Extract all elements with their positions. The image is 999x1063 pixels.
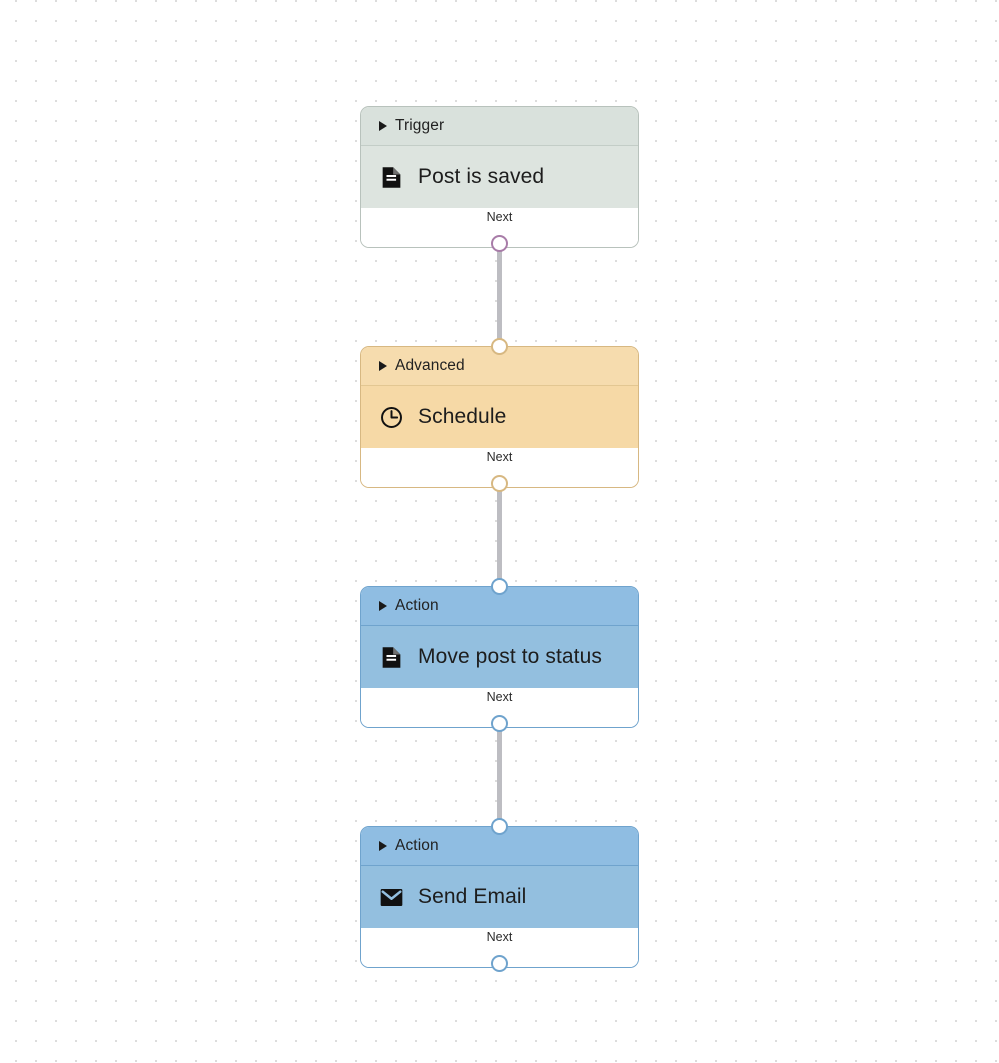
node-kind-label: Advanced (395, 357, 465, 374)
node-footer: Next (361, 208, 638, 247)
node-header[interactable]: Trigger (361, 107, 638, 146)
chevron-right-icon[interactable] (379, 361, 387, 371)
node-title: Move post to status (418, 645, 602, 668)
next-label: Next (486, 930, 513, 944)
connector-line[interactable] (497, 235, 502, 345)
node-body[interactable]: Schedule (361, 386, 638, 448)
node-input-port[interactable] (491, 338, 508, 355)
node-output-port[interactable] (491, 235, 508, 252)
node-input-port[interactable] (491, 818, 508, 835)
node-kind-label: Action (395, 597, 439, 614)
node-kind-label: Action (395, 837, 439, 854)
next-label: Next (486, 690, 513, 704)
chevron-right-icon[interactable] (379, 601, 387, 611)
node-body[interactable]: Post is saved (361, 146, 638, 208)
node-kind-label: Trigger (395, 117, 445, 134)
chevron-right-icon[interactable] (379, 841, 387, 851)
next-label: Next (486, 450, 513, 464)
node-input-port[interactable] (491, 578, 508, 595)
node-output-port[interactable] (491, 715, 508, 732)
document-icon (382, 646, 401, 668)
node-body[interactable]: Send Email (361, 866, 638, 928)
node-title: Post is saved (418, 165, 545, 188)
connector-line[interactable] (497, 715, 502, 825)
node-title: Schedule (418, 405, 507, 428)
next-label: Next (486, 210, 513, 224)
node-title: Send Email (418, 885, 527, 908)
chevron-right-icon[interactable] (379, 121, 387, 131)
connector-line[interactable] (497, 475, 502, 585)
envelope-icon (380, 888, 403, 906)
node-output-port[interactable] (491, 475, 508, 492)
document-icon (382, 166, 401, 188)
node-body[interactable]: Move post to status (361, 626, 638, 688)
node-output-port[interactable] (491, 955, 508, 972)
clock-icon (381, 406, 402, 428)
